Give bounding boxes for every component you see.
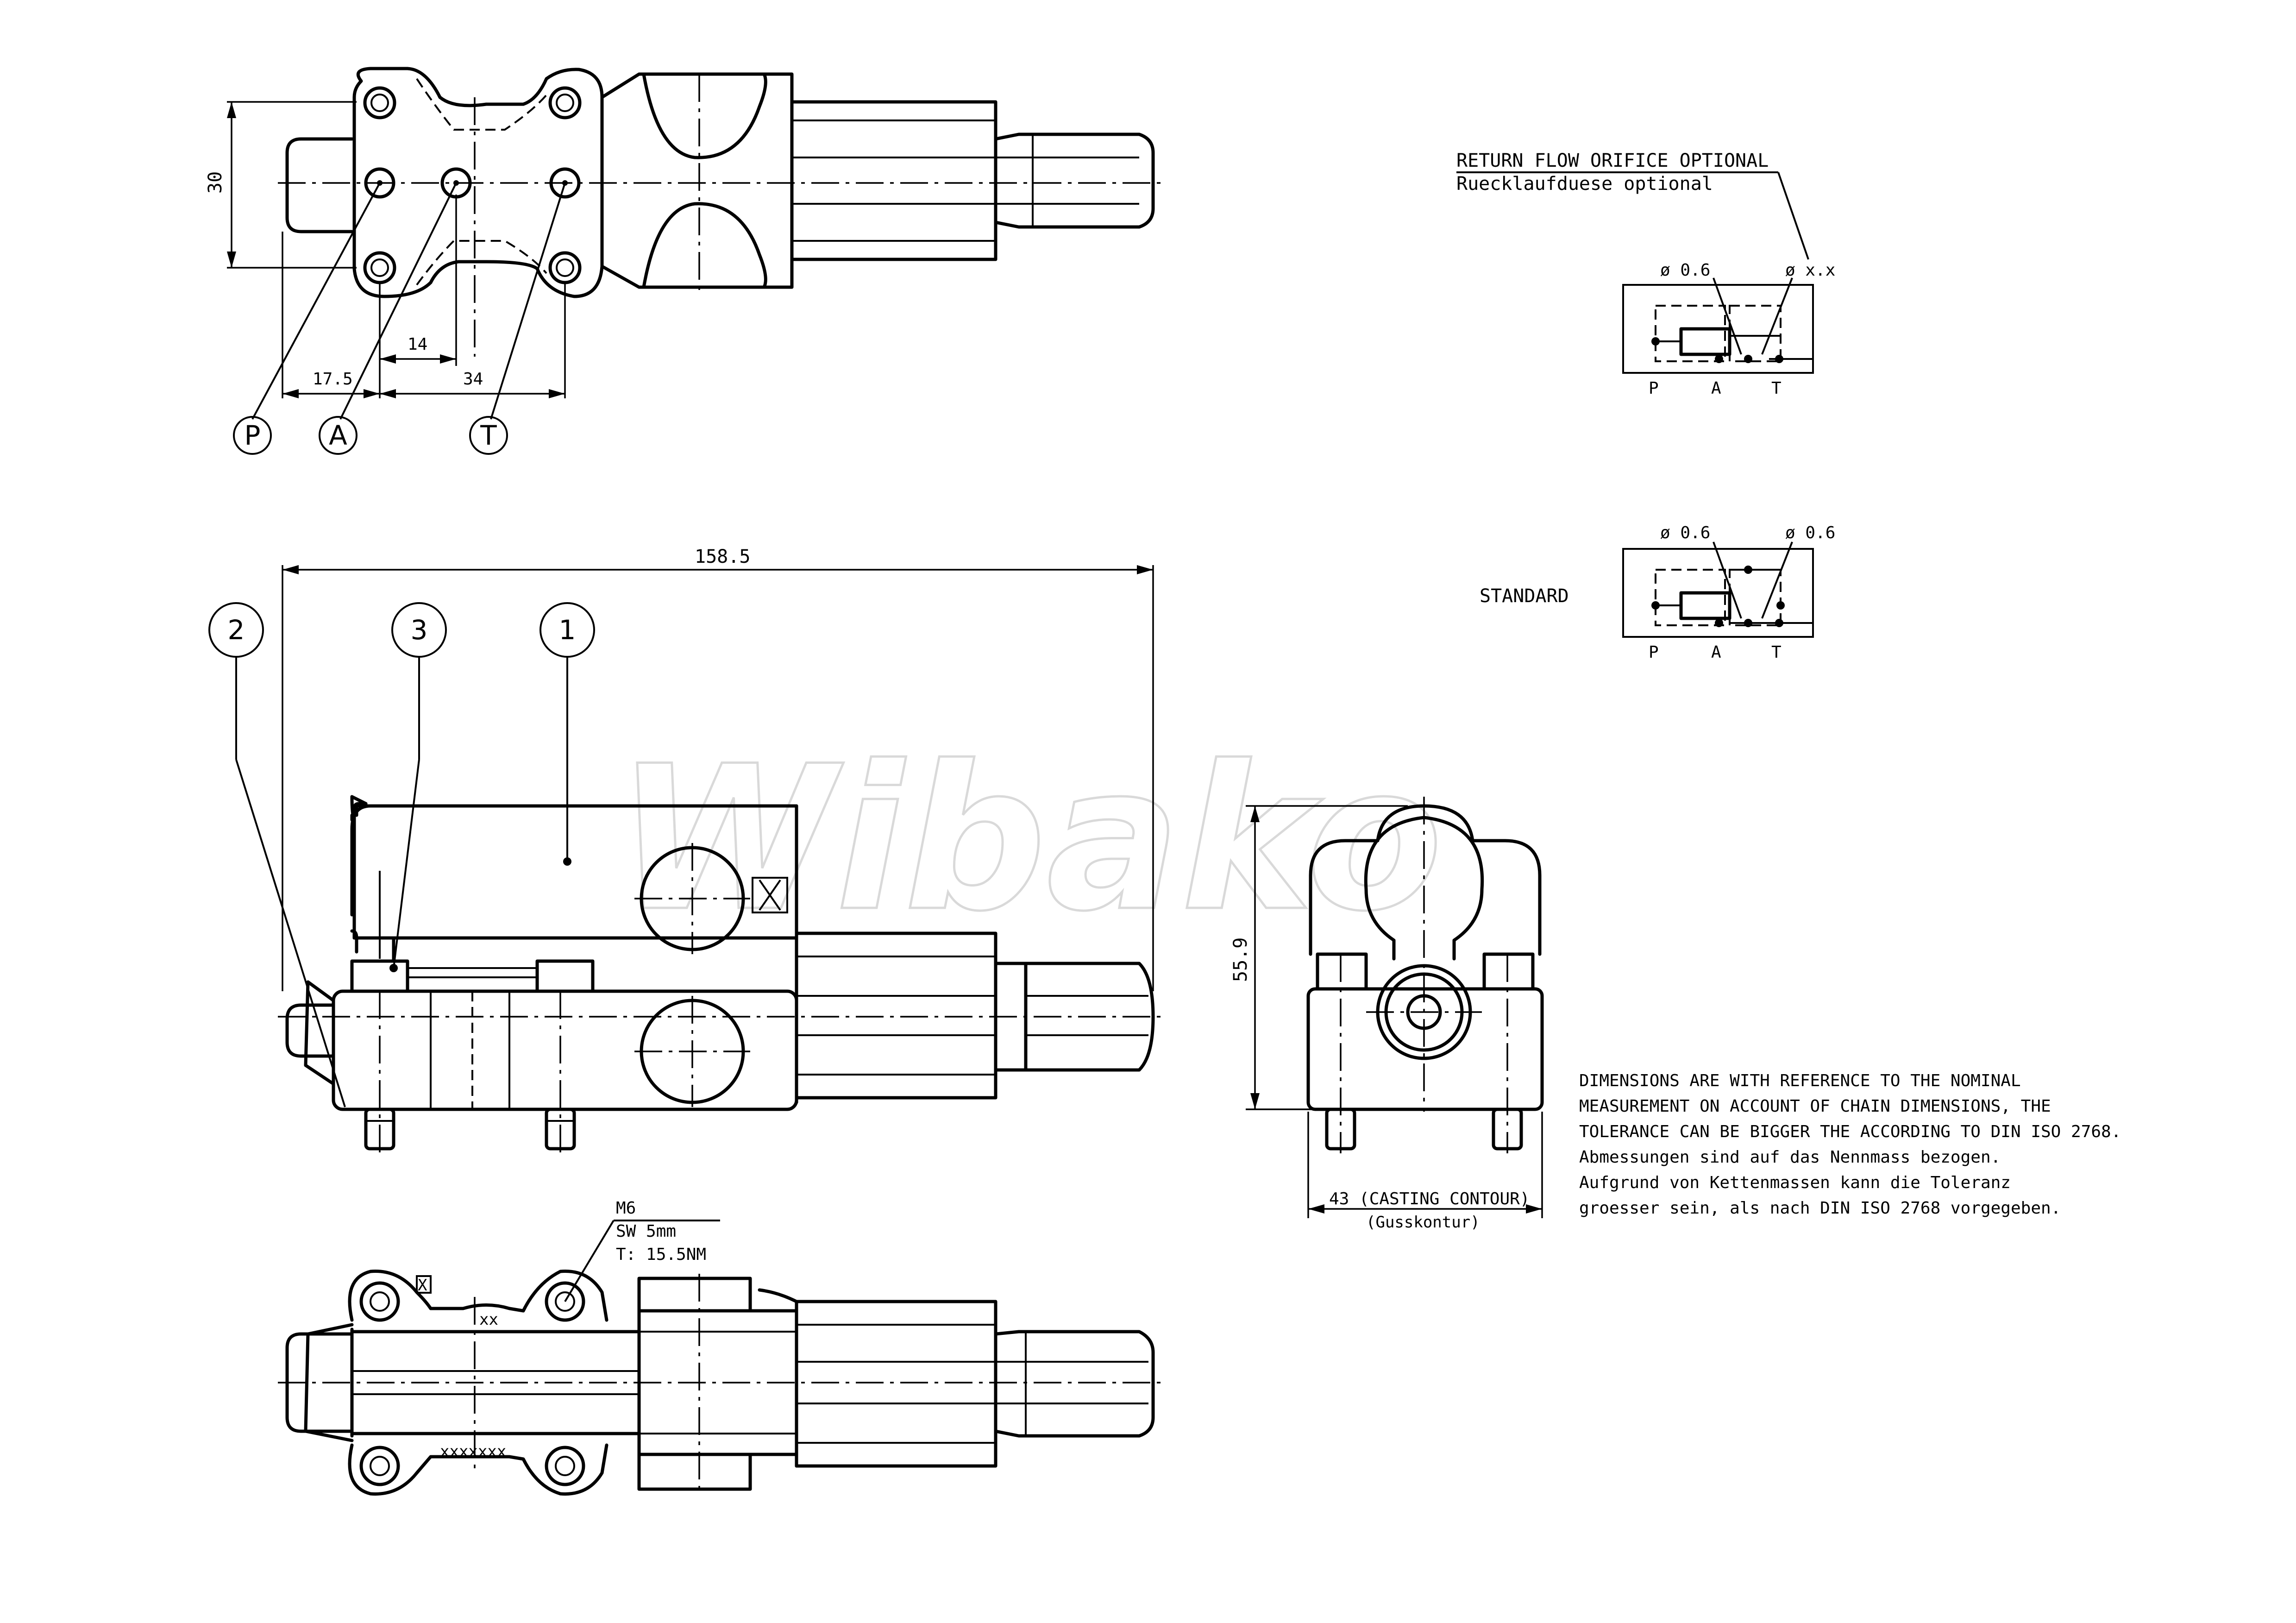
bolt-hole [359,1281,400,1322]
thread-m6: M6 [616,1199,636,1218]
balloon-2: 2 [208,602,264,658]
port-t-opt: T [1771,379,1782,398]
svg-text:3: 3 [411,614,428,646]
bolt-hole [363,251,396,284]
bolt-hole [363,86,396,120]
svg-text:P: P [245,420,261,451]
bolt-hole [548,251,582,284]
watermark: Wibako [616,723,1443,955]
orifice-left-opt: ø 0.6 [1660,261,1710,280]
dim-34: 34 [463,370,483,389]
port-t-std: T [1771,643,1782,662]
standard-label: STANDARD [1480,585,1569,607]
svg-text:T: T [480,420,497,451]
note-line: Aufgrund von Kettenmassen kann die Toler… [1579,1173,2011,1192]
thread-sw: SW 5mm [616,1222,676,1241]
orifice-right-std: ø 0.6 [1785,523,1835,542]
schematic-standard: STANDARD ø 0.6 ø 0.6 P A T [1480,523,1835,662]
dim-55-9: 55.9 [1230,937,1251,982]
dim-158-5: 158.5 [695,546,750,567]
top-view: 30 14 17.5 34 P A T [205,67,1162,455]
port-bubble-t: T [469,416,508,455]
port-p-opt: P [1649,379,1659,398]
gusskontur-note: (Gusskontur) [1366,1213,1480,1232]
dim-14: 14 [408,335,427,354]
side-view: 55.9 43 (CASTING CONTOUR) (Gusskontur) [1230,797,1544,1232]
return-flow-subtitle: Ruecklaufduese optional [1456,173,1713,195]
orifice-right-opt: ø x.x [1785,261,1835,280]
note-line: DIMENSIONS ARE WITH REFERENCE TO THE NOM… [1579,1071,2021,1090]
note-line: groesser sein, als nach DIN ISO 2768 vor… [1579,1199,2061,1218]
front-view: 158.5 [208,546,1162,1153]
return-flow-title: RETURN FLOW ORIFICE OPTIONAL [1456,150,1769,171]
notes: DIMENSIONS ARE WITH REFERENCE TO THE NOM… [1579,1071,2121,1218]
svg-text:1: 1 [559,614,576,646]
label-xxxxxxx: xxxxxxx [440,1442,506,1461]
svg-text:A: A [329,420,347,451]
port-p-std: P [1649,643,1659,662]
port-bubble-p: P [233,416,272,455]
label-xx: xx [479,1310,498,1329]
dim-30: 30 [205,171,226,194]
bottom-view: X xx xxxxxxx M6 SW 5mm T: 15.5NM [278,1199,1162,1496]
bolt-hole [359,1446,400,1486]
port-a-std: A [1711,643,1721,662]
svg-text:2: 2 [228,614,245,646]
dim-17-5: 17.5 [313,370,353,389]
bolt-hole [548,86,582,120]
port-bubble-a: A [319,416,358,455]
thread-torque: T: 15.5NM [616,1245,706,1264]
note-line: TOLERANCE CAN BE BIGGER THE ACCORDING TO… [1579,1122,2121,1141]
port-a-opt: A [1711,379,1721,398]
bolt-hole [545,1281,585,1322]
dim-43: 43 (CASTING CONTOUR) [1329,1189,1530,1208]
schematic-optional: RETURN FLOW ORIFICE OPTIONAL Ruecklaufdu… [1456,150,1835,398]
balloon-3: 3 [391,602,447,658]
mark-x: X [418,1276,427,1295]
bolt-hole [545,1446,585,1486]
balloon-1: 1 [539,602,595,658]
note-line: Abmessungen sind auf das Nennmass bezoge… [1579,1148,2001,1167]
note-line: MEASUREMENT ON ACCOUNT OF CHAIN DIMENSIO… [1579,1097,2051,1116]
orifice-left-std: ø 0.6 [1660,523,1710,542]
